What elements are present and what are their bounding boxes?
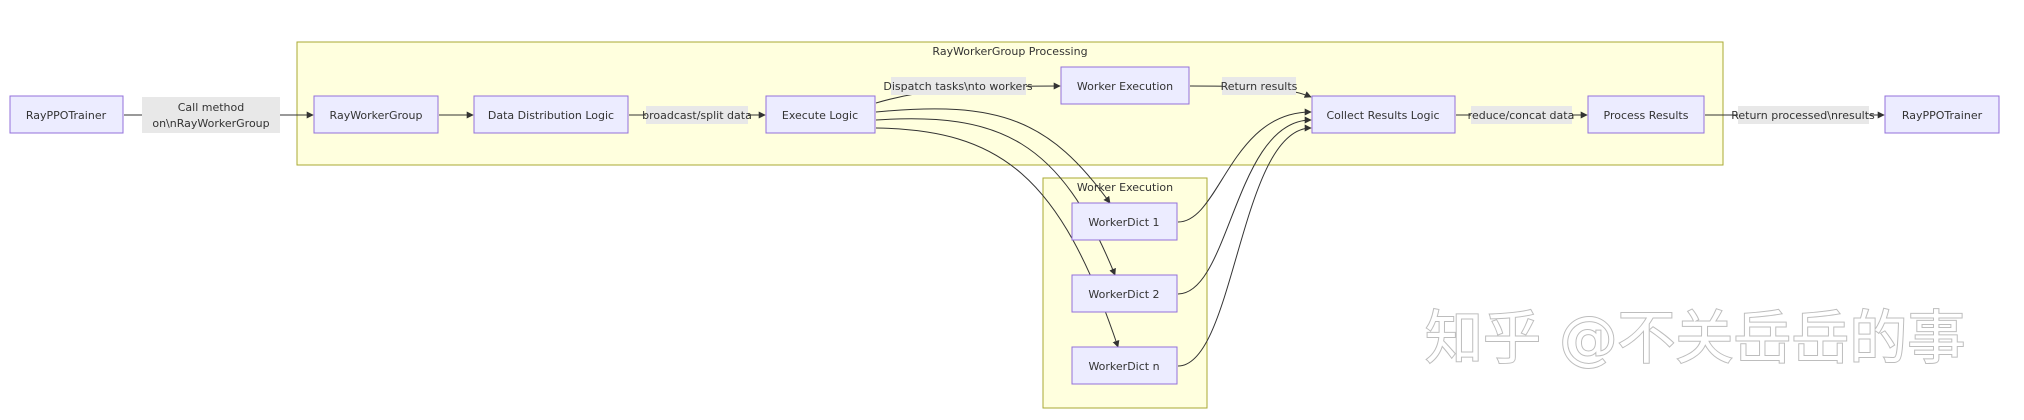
edge-label-return-processed: Return processed\nresults (1731, 106, 1875, 124)
node-collect-results-logic: Collect Results Logic (1311, 95, 1456, 134)
edge-label-reduce-text: reduce/concat data (1468, 109, 1575, 122)
edge-execute-to-wd1 (875, 108, 1111, 204)
node-rayppotrainer-end: RayPPOTrainer (1884, 95, 2000, 134)
edge-label-return-processed-text: Return processed\nresults (1731, 109, 1875, 122)
edge-label-return-results: Return results (1221, 77, 1298, 95)
node-label: RayPPOTrainer (26, 109, 107, 122)
node-label: Collect Results Logic (1326, 109, 1439, 122)
node-label: Data Distribution Logic (488, 109, 614, 122)
node-rayworkergroup: RayWorkerGroup (313, 95, 439, 134)
edge-label-call-method: Call method on\nRayWorkerGroup (142, 97, 280, 133)
watermark: 知乎 @不关岳岳的事 (1425, 304, 1965, 372)
cluster-title-execution: Worker Execution (1077, 181, 1173, 194)
node-process-results: Process Results (1587, 95, 1705, 134)
edge-wd2-to-collect (1177, 116, 1312, 295)
node-workerdict-n: WorkerDict n (1071, 346, 1178, 385)
node-label: RayPPOTrainer (1902, 109, 1983, 122)
node-label: Worker Execution (1077, 80, 1173, 93)
cluster-title-processing: RayWorkerGroup Processing (932, 45, 1087, 58)
node-label: WorkerDict 1 (1088, 216, 1159, 229)
node-rayppotrainer-start: RayPPOTrainer (9, 95, 124, 134)
node-workerdict-1: WorkerDict 1 (1071, 202, 1178, 241)
node-data-distribution-logic: Data Distribution Logic (473, 95, 629, 134)
node-label: WorkerDict n (1088, 360, 1159, 373)
edge-label-call-line1: Call method (178, 101, 245, 114)
edge-label-broadcast-text: broadcast/split data (642, 109, 752, 122)
edge-label-dispatch: Dispatch tasks\nto workers (883, 77, 1033, 95)
edge-wdn-to-collect (1177, 124, 1312, 367)
edge-wd1-to-collect (1177, 108, 1312, 223)
node-label: Process Results (1604, 109, 1689, 122)
node-worker-execution: Worker Execution (1060, 66, 1190, 105)
node-workerdict-2: WorkerDict 2 (1071, 274, 1178, 313)
node-label: WorkerDict 2 (1088, 288, 1159, 301)
edge-label-return-results-text: Return results (1221, 80, 1298, 93)
edge-label-broadcast: broadcast/split data (642, 106, 752, 124)
edge-label-dispatch-text: Dispatch tasks\nto workers (883, 80, 1032, 93)
node-label: RayWorkerGroup (330, 109, 423, 122)
edge-label-reduce: reduce/concat data (1468, 106, 1575, 124)
edge-label-call-line2: on\nRayWorkerGroup (152, 117, 269, 130)
node-label: Execute Logic (782, 109, 858, 122)
node-execute-logic: Execute Logic (765, 95, 876, 134)
